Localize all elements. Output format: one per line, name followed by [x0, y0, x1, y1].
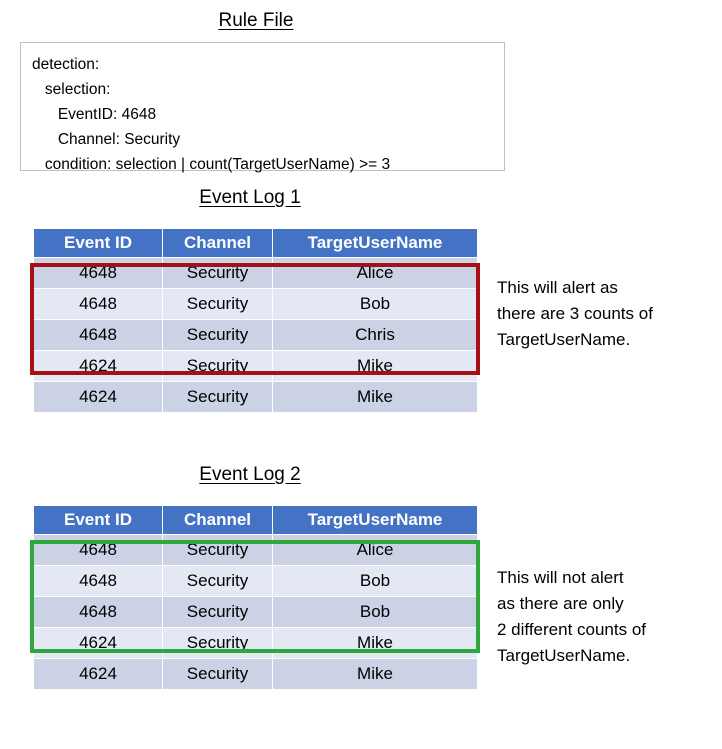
table-header-row: Event ID Channel TargetUserName — [34, 229, 477, 257]
column-header-event-id: Event ID — [34, 229, 162, 257]
cell-event-id: 4648 — [34, 535, 162, 565]
table-row: 4648 Security Alice — [34, 258, 477, 288]
cell-target-user-name: Mike — [273, 628, 477, 658]
table-row: 4648 Security Bob — [34, 289, 477, 319]
rule-file-box: detection: selection: EventID: 4648 Chan… — [20, 42, 505, 173]
cell-target-user-name: Bob — [273, 566, 477, 596]
table-row: 4648 Security Alice — [34, 535, 477, 565]
cell-event-id: 4648 — [34, 597, 162, 627]
cell-target-user-name: Mike — [273, 382, 477, 412]
rule-file-title: Rule File — [218, 10, 294, 31]
event-log-2-annotation: This will not alert as there are only 2 … — [497, 568, 647, 665]
cell-target-user-name: Mike — [273, 351, 477, 381]
column-header-channel: Channel — [163, 506, 272, 534]
cell-channel: Security — [163, 597, 272, 627]
table-row: 4624 Security Mike — [34, 628, 477, 658]
table-row: 4648 Security Bob — [34, 566, 477, 596]
table-row: 4648 Security Chris — [34, 320, 477, 350]
cell-event-id: 4624 — [34, 351, 162, 381]
cell-channel: Security — [163, 535, 272, 565]
cell-channel: Security — [163, 566, 272, 596]
column-header-target-user-name: TargetUserName — [273, 229, 477, 257]
cell-event-id: 4624 — [34, 628, 162, 658]
cell-event-id: 4648 — [34, 258, 162, 288]
event-log-1-title: Event Log 1 — [199, 187, 301, 208]
cell-event-id: 4648 — [34, 566, 162, 596]
table-row: 4624 Security Mike — [34, 351, 477, 381]
cell-event-id: 4624 — [34, 659, 162, 689]
cell-target-user-name: Alice — [273, 258, 477, 288]
cell-target-user-name: Bob — [273, 597, 477, 627]
event-log-1-annotation: This will alert as there are 3 counts of… — [497, 278, 653, 349]
event-log-2-table: Event ID Channel TargetUserName 4648 Sec… — [33, 505, 478, 690]
event-log-2-title: Event Log 2 — [199, 464, 301, 485]
column-header-event-id: Event ID — [34, 506, 162, 534]
cell-event-id: 4624 — [34, 382, 162, 412]
event-log-1-table: Event ID Channel TargetUserName 4648 Sec… — [33, 228, 478, 413]
table-row: 4624 Security Mike — [34, 659, 477, 689]
cell-channel: Security — [163, 351, 272, 381]
cell-channel: Security — [163, 258, 272, 288]
column-header-target-user-name: TargetUserName — [273, 506, 477, 534]
cell-channel: Security — [163, 628, 272, 658]
cell-channel: Security — [163, 289, 272, 319]
column-header-channel: Channel — [163, 229, 272, 257]
cell-event-id: 4648 — [34, 320, 162, 350]
cell-event-id: 4648 — [34, 289, 162, 319]
cell-channel: Security — [163, 659, 272, 689]
cell-target-user-name: Alice — [273, 535, 477, 565]
cell-target-user-name: Bob — [273, 289, 477, 319]
table-row: 4648 Security Bob — [34, 597, 477, 627]
table-row: 4624 Security Mike — [34, 382, 477, 412]
cell-channel: Security — [163, 320, 272, 350]
table-header-row: Event ID Channel TargetUserName — [34, 506, 477, 534]
cell-channel: Security — [163, 382, 272, 412]
cell-target-user-name: Chris — [273, 320, 477, 350]
rule-file-content: detection: selection: EventID: 4648 Chan… — [32, 56, 391, 173]
cell-target-user-name: Mike — [273, 659, 477, 689]
